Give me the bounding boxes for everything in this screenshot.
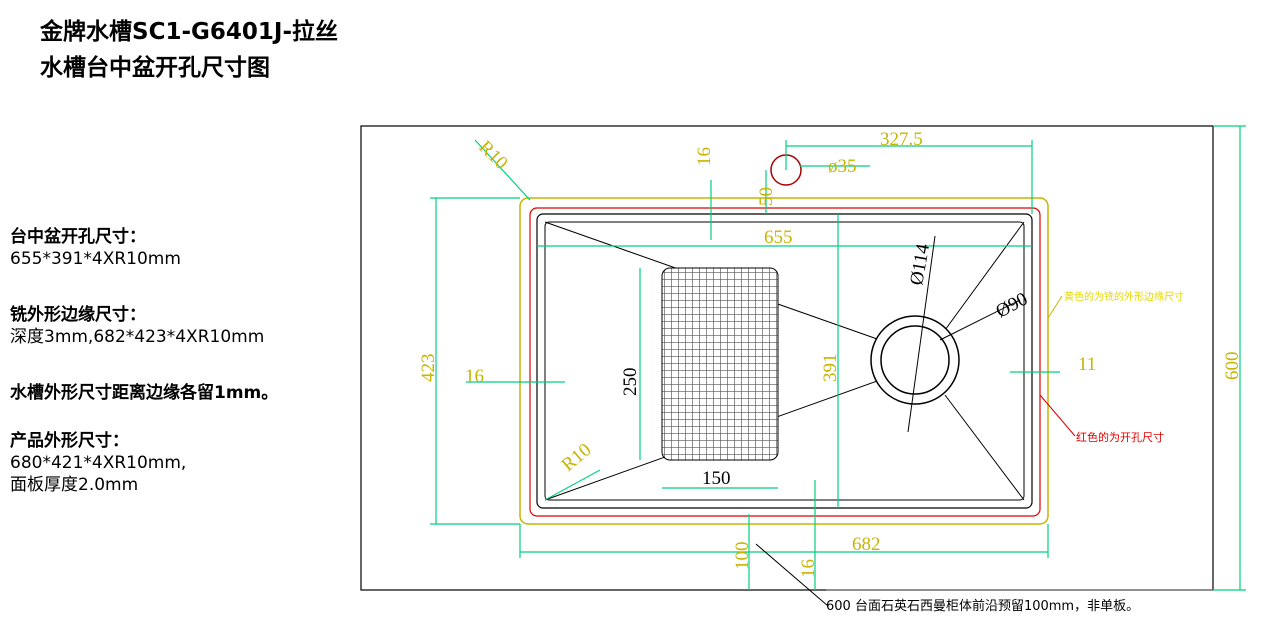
dim-600-right: 600 xyxy=(1222,352,1243,381)
spec-margin: 水槽外形尺寸距离边缘各留1mm。 xyxy=(10,383,279,403)
spec-cutout: 台中盆开孔尺寸：655*391*4XR10mm xyxy=(10,227,181,269)
milling-outline xyxy=(519,197,1049,525)
dim-16-top: 16 xyxy=(694,147,715,166)
dim-r10-bottom: R10 xyxy=(558,439,596,475)
bowl-outline xyxy=(536,213,1033,509)
dim-16-bottom: 16 xyxy=(798,559,819,578)
dim-11: 11 xyxy=(1078,354,1096,375)
spec-product: 产品外形尺寸：680*421*4XR10mm,面板厚度2.0mm xyxy=(10,431,187,495)
note-red: 红色的为开孔尺寸 xyxy=(1076,430,1164,444)
note-bottom: 600 台面石英石西曼柜体前沿预留100mm，非单板。 xyxy=(826,598,1139,614)
dim-250: 250 xyxy=(620,368,641,397)
bowl-bottom xyxy=(544,221,1025,501)
dim-423: 423 xyxy=(418,354,439,383)
countertop-frame xyxy=(360,125,1214,591)
dim-391: 391 xyxy=(820,354,841,383)
spec-milling: 铣外形边缘尺寸：深度3mm,682*423*4XR10mm xyxy=(10,305,265,347)
dim-r10-top: R10 xyxy=(474,137,511,174)
cutout-outline xyxy=(529,207,1041,517)
drain-outer xyxy=(870,315,960,405)
dim-50: 50 xyxy=(756,187,777,206)
dim-114: Ø114 xyxy=(906,242,934,287)
drain-grid xyxy=(661,267,779,461)
dim-16-left: 16 xyxy=(465,366,484,387)
page-title-line2: 水槽台中盆开孔尺寸图 xyxy=(40,55,270,81)
dim-327-5: 327.5 xyxy=(880,129,923,150)
note-yellow: 黄色的为铣的外形边缘尺寸 xyxy=(1064,290,1184,303)
dim-tap-diameter: ø35 xyxy=(828,156,857,177)
dim-150: 150 xyxy=(702,468,731,489)
dim-682: 682 xyxy=(852,534,881,555)
drain-inner xyxy=(880,325,950,395)
dim-100: 100 xyxy=(732,542,753,571)
dim-90: Ø90 xyxy=(992,289,1031,323)
dimension-lines xyxy=(430,125,1246,591)
dim-655: 655 xyxy=(764,227,793,248)
page-title-line1: 金牌水槽SC1-G6401J-拉丝 xyxy=(40,19,338,45)
